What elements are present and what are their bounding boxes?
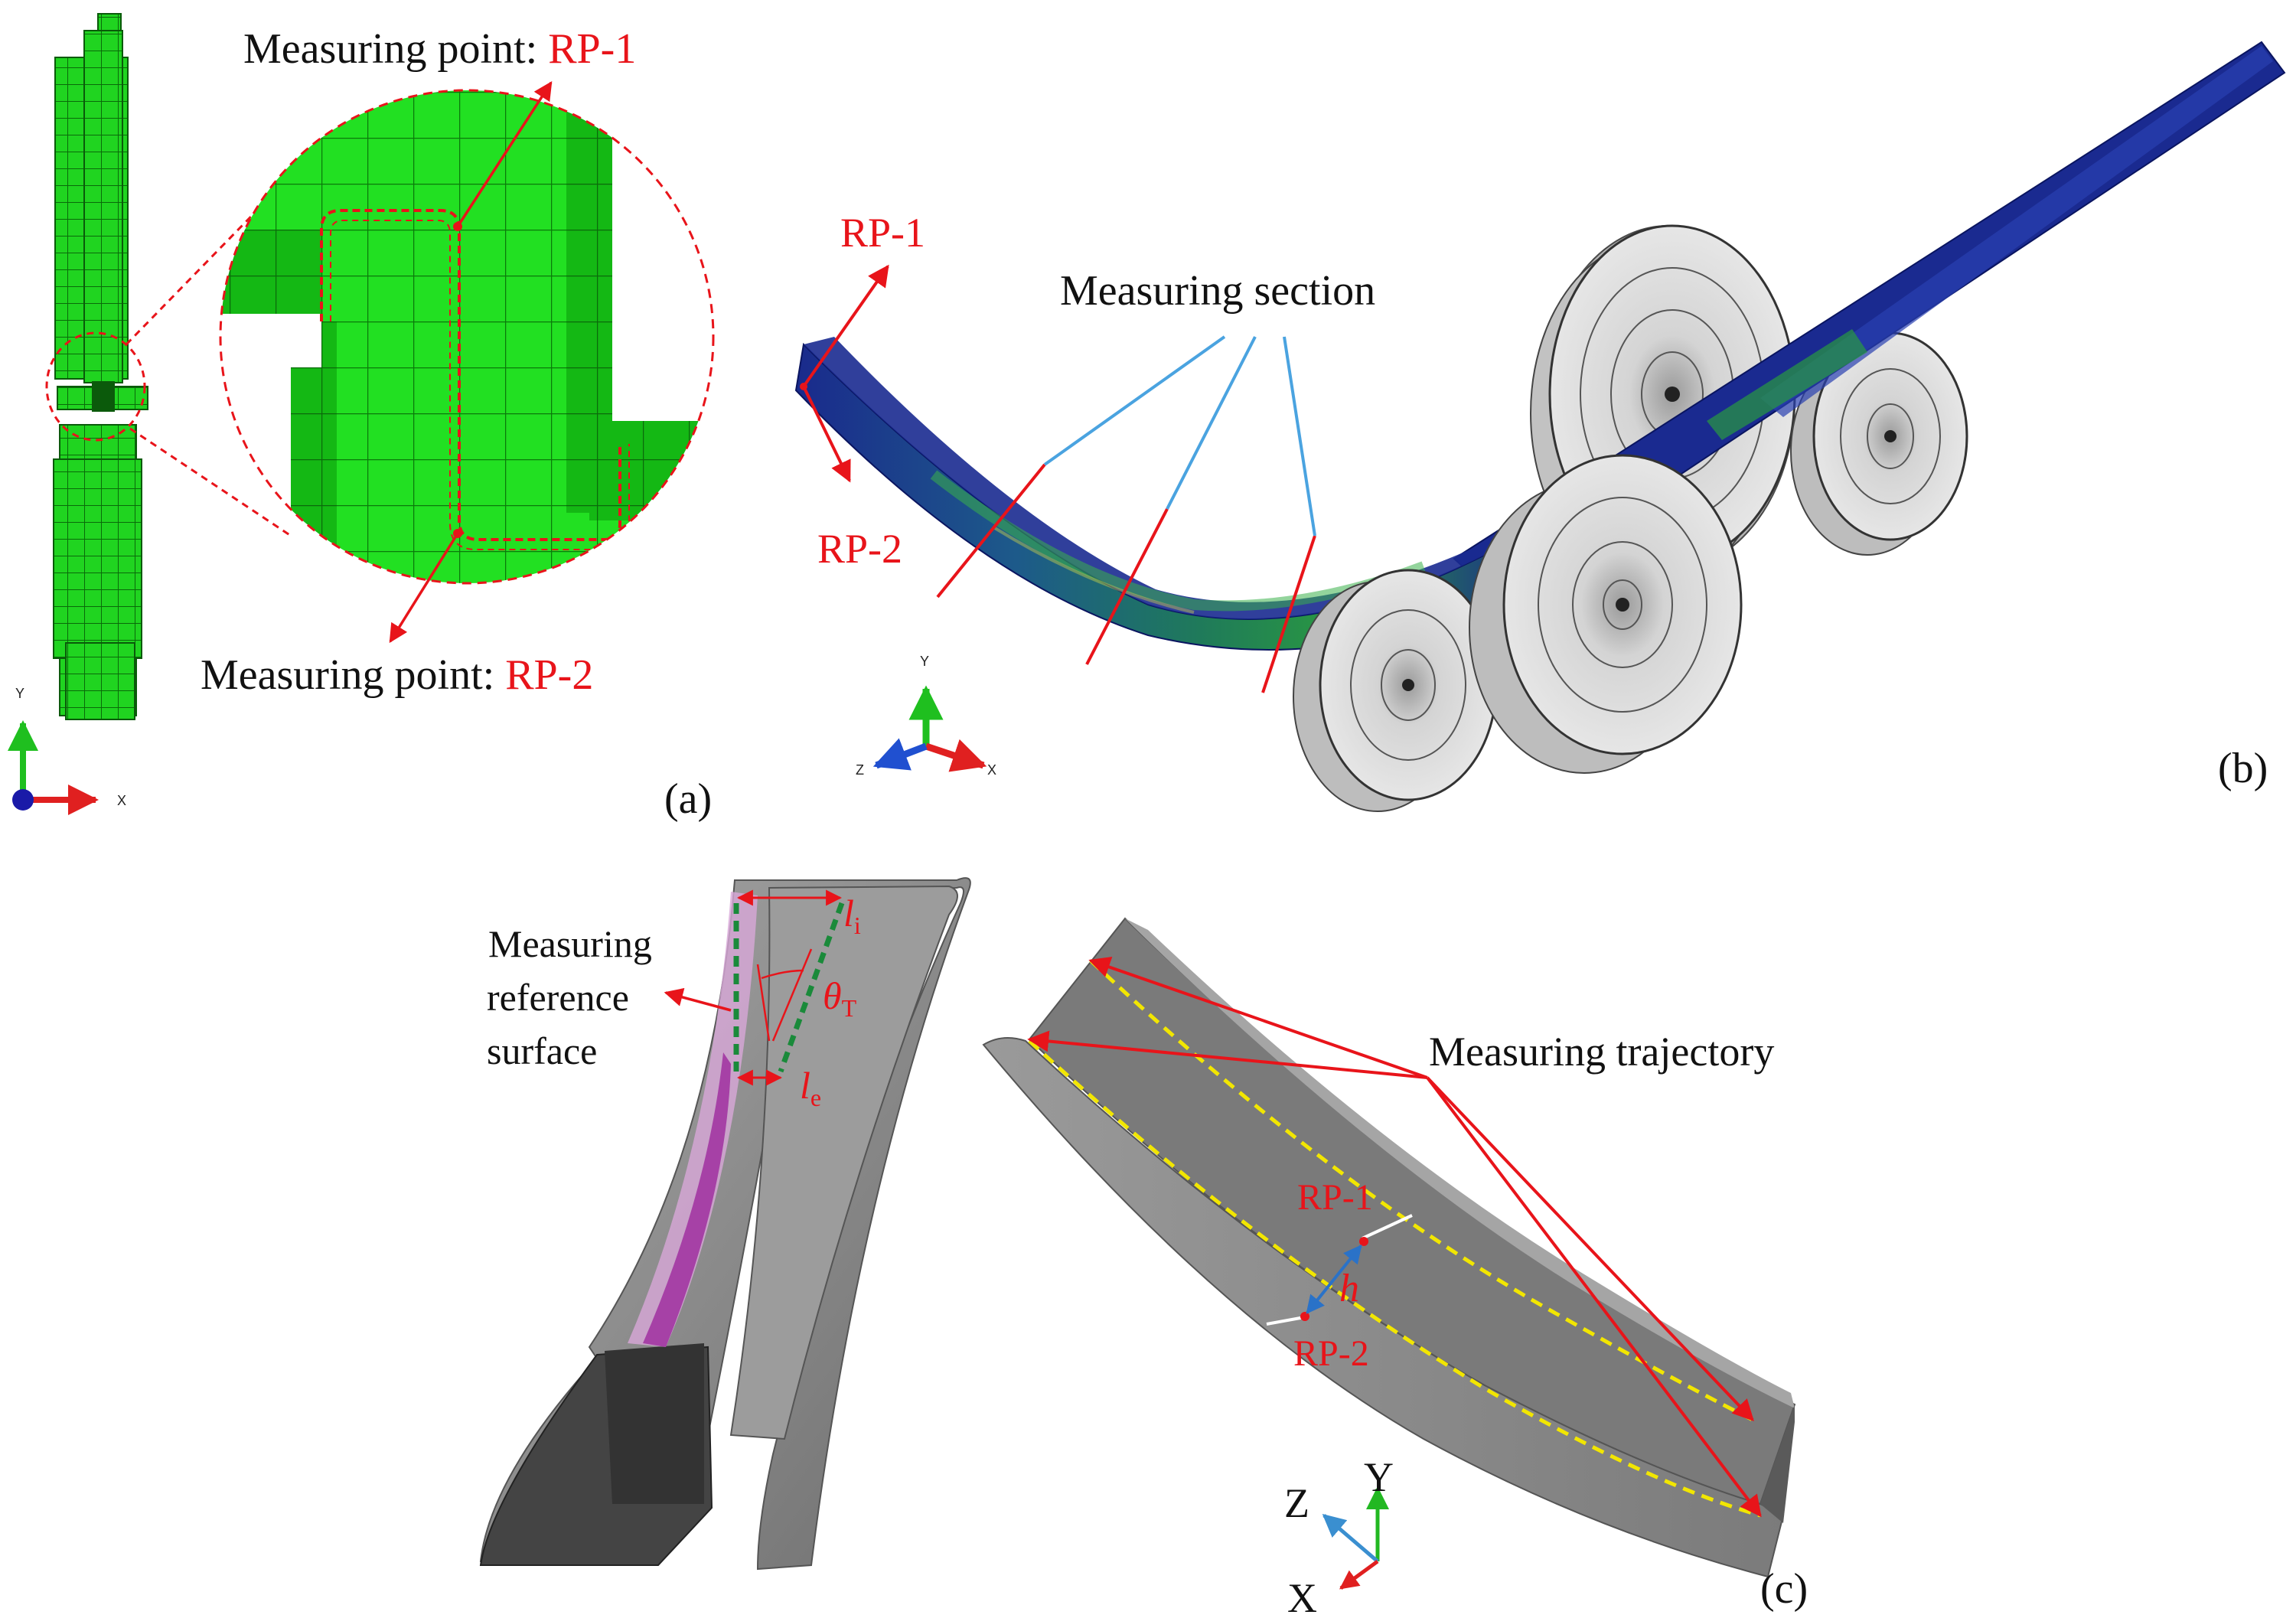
reference-surface-label-line3: surface	[487, 1029, 597, 1072]
section-cut-1	[936, 463, 1046, 599]
l-e-label: le	[800, 1064, 821, 1111]
section-leader-3	[1283, 336, 1316, 537]
section-cut-3	[1261, 535, 1316, 693]
panel-c-axis-triad: Y Z X	[1284, 1454, 1394, 1618]
lower-roller-left	[1293, 569, 1498, 812]
axis-y-label: Y	[15, 686, 24, 701]
rp2-label: RP-2	[1293, 1333, 1369, 1374]
axis-y-label: Y	[1364, 1454, 1394, 1500]
side-roller-right	[1790, 331, 1968, 556]
section-cut-2	[1085, 508, 1169, 665]
zoom-connector-bottom	[129, 427, 292, 537]
rp2-leader-arrow	[389, 533, 459, 644]
axis-y-label: Y	[920, 654, 929, 669]
panel-b: Measuring section RP-1 RP-2 Y Z X (b)	[794, 41, 2286, 812]
panel-a-axis-triad: Y X	[7, 686, 126, 815]
panel-a-label: (a)	[664, 775, 712, 823]
lower-roller-middle	[1469, 454, 1743, 774]
section-leader-1	[1043, 335, 1226, 466]
rp1-arrow	[802, 264, 889, 388]
zoom-source-circle	[45, 331, 146, 442]
rp1-label: RP-1	[1297, 1177, 1373, 1218]
panel-c: Measuring reference surface li le θT	[479, 877, 1808, 1618]
panel-b-label: (b)	[2218, 745, 2268, 792]
axis-x-label: X	[117, 793, 126, 808]
l-i-label: li	[843, 892, 861, 939]
zoom-connector-top	[125, 190, 277, 346]
measuring-point-rp2-label: Measuring point: RP-2	[201, 651, 593, 699]
panel-c-label: (c)	[1760, 1565, 1808, 1613]
panel-a: Measuring point: RP-1 Measuring point: R…	[7, 13, 715, 823]
curved-channel-right	[982, 917, 1796, 1578]
h-label: h	[1339, 1267, 1359, 1310]
panel-b-axis-triad: Y Z X	[856, 654, 996, 778]
measuring-section-label: Measuring section	[1060, 267, 1375, 315]
measuring-point-rp1-label: Measuring point: RP-1	[243, 25, 636, 73]
rp2-label: RP-2	[817, 526, 902, 572]
curved-part-left	[479, 877, 971, 1571]
axis-x-label: X	[987, 762, 996, 778]
measuring-trajectory-label: Measuring trajectory	[1429, 1029, 1774, 1075]
reference-surface-label-line2: reference	[487, 976, 629, 1019]
zoom-detail	[220, 90, 713, 583]
theta-t-label: θT	[823, 974, 857, 1022]
rp1-leader-arrow	[456, 80, 553, 227]
reference-surface-label-line1: Measuring	[488, 922, 652, 965]
panel-a-roll-mesh	[53, 13, 148, 720]
rp1-label: RP-1	[840, 210, 925, 256]
section-leader-2	[1166, 336, 1257, 510]
zoom-detail-circle	[219, 89, 715, 585]
axis-z-label: Z	[1284, 1480, 1309, 1526]
axis-x-label: X	[1287, 1575, 1317, 1618]
axis-z-label: Z	[856, 762, 864, 778]
rp2-arrow	[802, 386, 851, 483]
